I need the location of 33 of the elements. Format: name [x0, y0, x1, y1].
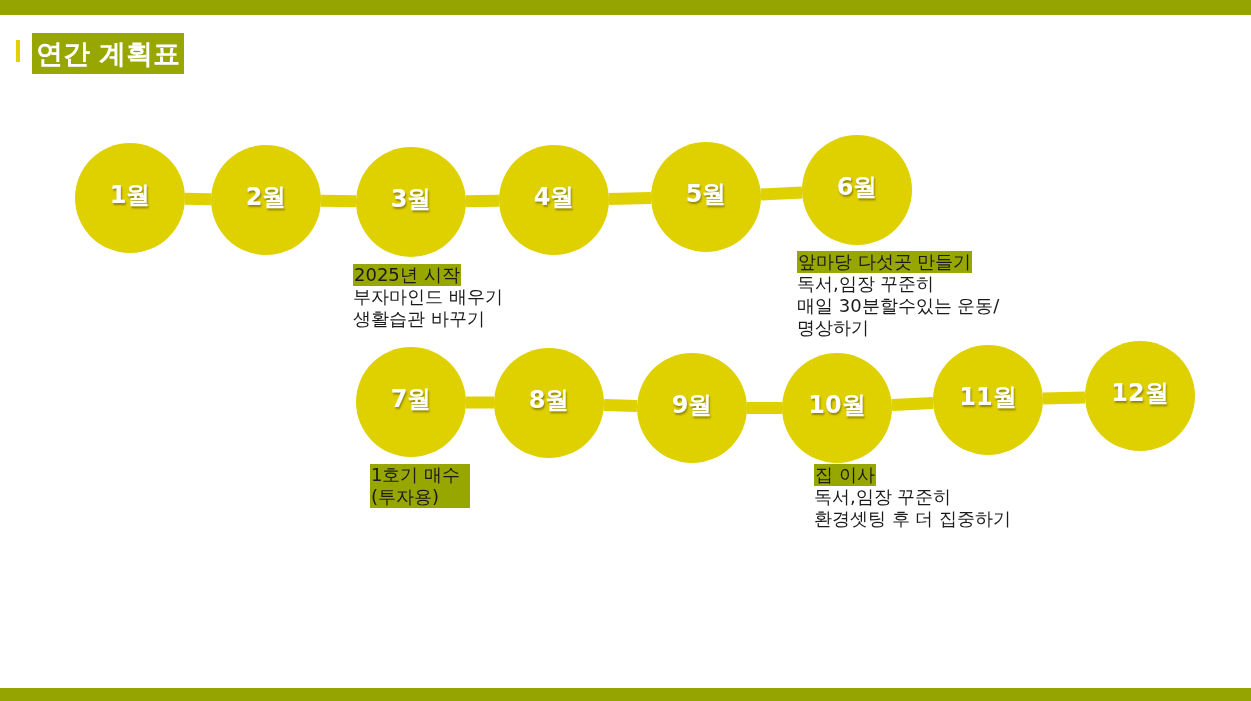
month-label: 10월	[808, 391, 866, 419]
connector-bar	[891, 396, 934, 412]
highlighted-note: 1호기 매수 (투자용)	[370, 464, 470, 508]
connector-bar	[747, 402, 782, 414]
connector-bar	[320, 194, 357, 208]
title: 연간 계획표	[32, 33, 185, 74]
plan-note: 부자마인드 배우기	[353, 286, 503, 308]
month-label: 6월	[836, 173, 878, 201]
month-label: 4월	[533, 183, 575, 211]
plan-note: 생활습관 바꾸기	[353, 308, 485, 330]
highlighted-note: 2025년 시작	[353, 264, 461, 286]
highlighted-note: 앞마당 다섯곳 만들기	[797, 251, 973, 273]
month-label: 8월	[528, 386, 570, 414]
connector-bar	[608, 192, 652, 205]
connector-bar	[1042, 391, 1086, 405]
month-label: 2월	[245, 183, 287, 211]
connector-bar	[465, 396, 495, 409]
month-label: 12월	[1111, 379, 1169, 407]
plan-note: 독서,임장 꾸준히	[814, 486, 952, 508]
month-label: 9월	[671, 391, 713, 419]
connector-bar	[603, 398, 638, 413]
plan-note: 환경셋팅 후 더 집중하기	[814, 508, 1012, 530]
month-label: 11월	[959, 383, 1017, 411]
plan-note: 매일 30분할수있는 운동/ 명상하기	[797, 295, 1001, 339]
highlighted-note: 집 이사	[814, 464, 876, 486]
month-label: 7월	[390, 385, 432, 413]
month-label: 1월	[109, 181, 151, 209]
month-label: 5월	[685, 180, 727, 208]
connector-bar	[760, 186, 803, 201]
plan-note: 독서,임장 꾸준히	[797, 273, 935, 295]
connector-bar	[465, 194, 500, 208]
month-label: 3월	[390, 185, 432, 213]
connector-bar	[184, 192, 212, 206]
